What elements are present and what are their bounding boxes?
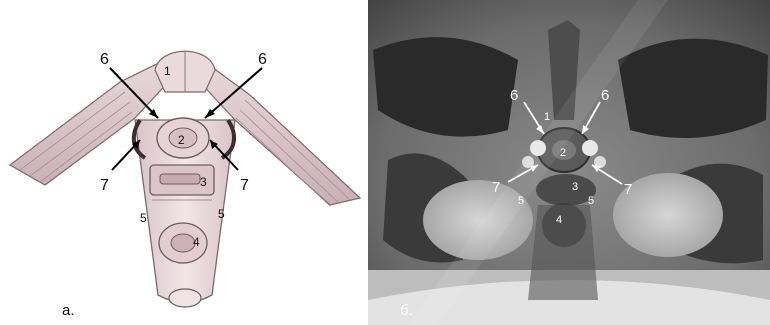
mri-panel: 6 6 1 2 3 4 5 5 7 7 б. — [368, 0, 770, 325]
mri-label-5-right: 5 — [588, 195, 594, 207]
label-3: 3 — [200, 175, 207, 189]
mri-label-1: 1 — [544, 111, 550, 123]
mri-label-7-left: 7 — [492, 179, 500, 196]
label-5-right: 5 — [218, 207, 225, 221]
caption-a: а. — [62, 302, 75, 319]
mri-label-6-left: 6 — [510, 87, 518, 104]
caption-b: б. — [400, 302, 413, 319]
label-2: 2 — [178, 133, 185, 147]
mri-label-7-right: 7 — [624, 181, 632, 198]
anatomical-drawing-panel: 6 6 1 2 3 4 5 5 7 7 а. — [0, 0, 368, 325]
mri-label-6-right: 6 — [601, 87, 609, 104]
mri-label-5-left: 5 — [518, 195, 524, 207]
right-muscle-dark — [618, 39, 768, 138]
label-7-right: 7 — [240, 177, 249, 194]
label-7-left: 7 — [100, 177, 109, 194]
mri-label-4: 4 — [556, 214, 562, 226]
mri-label-3: 3 — [572, 181, 578, 193]
label-5-left: 5 — [140, 211, 147, 225]
label-6-left: 6 — [100, 51, 109, 68]
mri-image: 6 6 1 2 3 4 5 5 7 7 — [368, 0, 770, 325]
label-4: 4 — [193, 235, 200, 249]
label-1: 1 — [164, 64, 171, 78]
mri-vagina — [536, 174, 596, 206]
anatomical-drawing: 6 6 1 2 3 4 5 5 7 7 — [0, 0, 368, 325]
mri-label-2: 2 — [560, 147, 566, 159]
label-6-right: 6 — [258, 51, 267, 68]
